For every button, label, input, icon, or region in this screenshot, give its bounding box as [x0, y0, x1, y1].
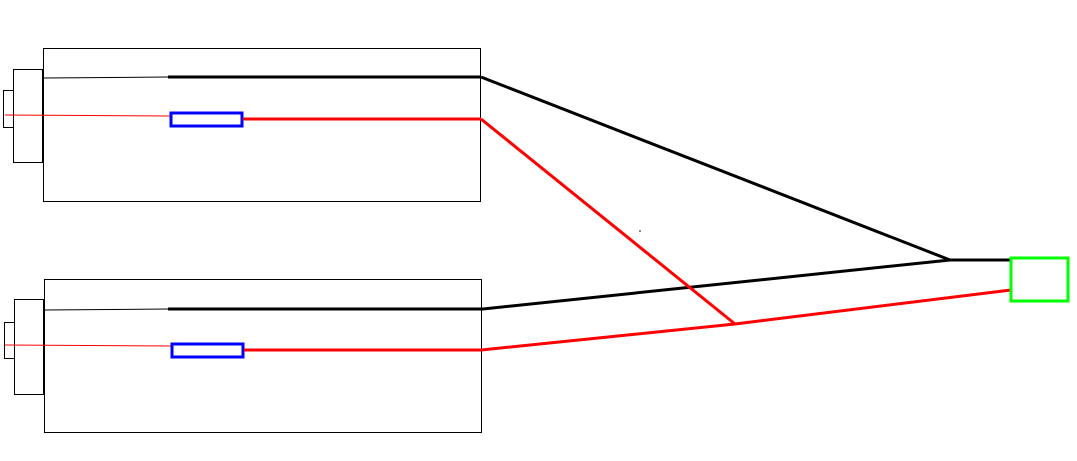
unit-bottom-black-wire-thin — [43, 308, 169, 311]
unit-top-resistor — [169, 111, 244, 128]
junction-box — [1009, 256, 1070, 303]
unit-top-black-wire-thin — [42, 76, 169, 79]
unit-top-red-wire-thin — [4, 114, 172, 117]
unit-top — [3, 48, 481, 202]
stray-dot — [639, 230, 641, 232]
unit-bottom-terminal-stub — [4, 322, 15, 359]
unit-top-terminal-stub — [3, 90, 14, 128]
external-wiring — [480, 75, 1012, 352]
unit-bottom-housing — [44, 279, 482, 433]
black-wire-bottom-to-junction — [482, 258, 951, 311]
unit-bottom-resistor — [170, 342, 245, 359]
red-wire-top-to-junction — [480, 117, 736, 326]
unit-bottom-red-wire-thin — [4, 344, 173, 347]
unit-top-housing — [43, 48, 481, 202]
unit-bottom-end-cap — [14, 299, 44, 395]
unit-top-end-cap — [13, 69, 43, 163]
red-wire-junction-to-box — [734, 288, 1012, 326]
black-wire-top-to-junction — [480, 75, 951, 262]
unit-bottom — [4, 279, 483, 433]
red-wire-bottom-to-junction — [480, 322, 736, 352]
